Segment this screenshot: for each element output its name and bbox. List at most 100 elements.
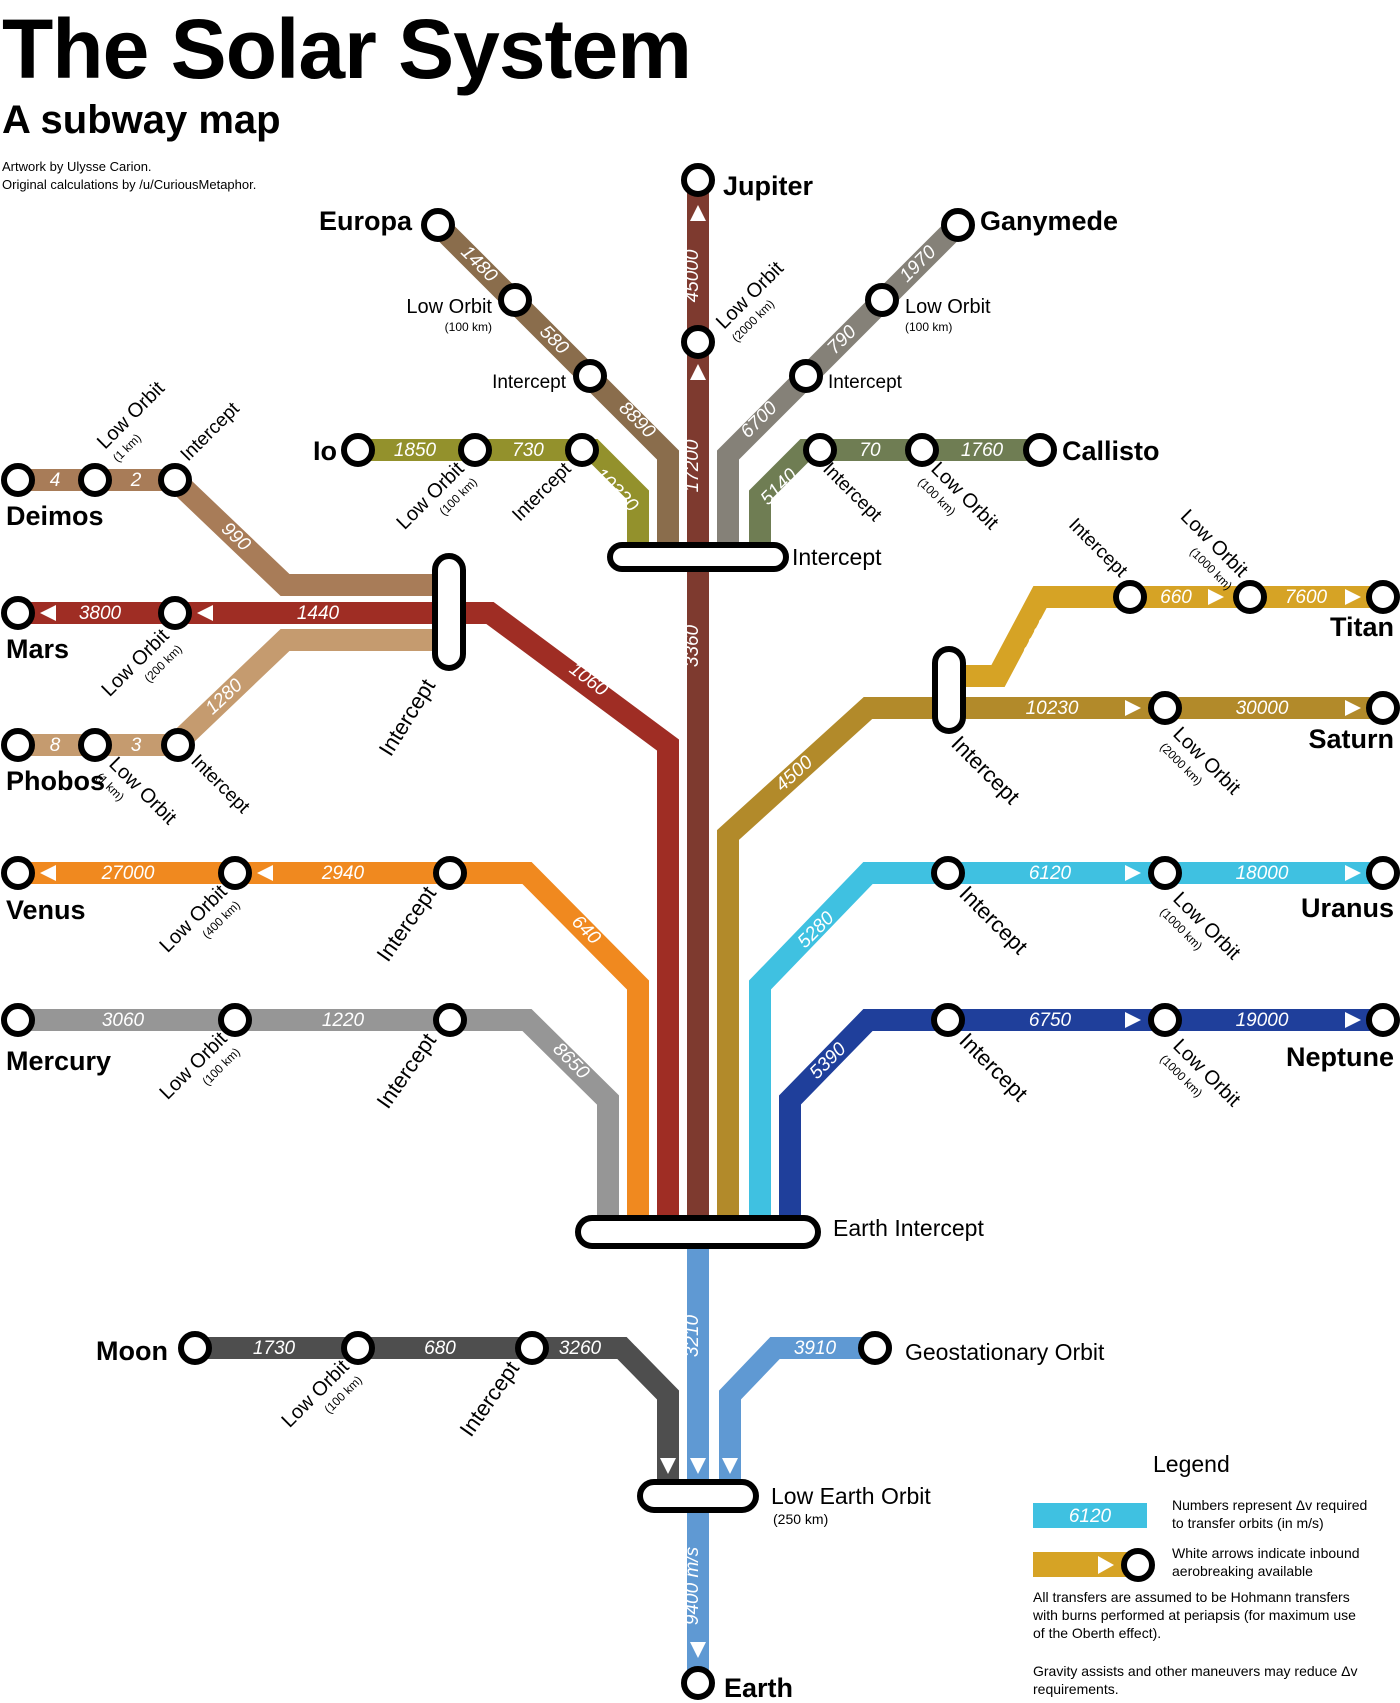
neptune-low-orbit-station [1148,1003,1182,1037]
inbound-arrow-14 [660,1458,676,1474]
callisto-station [1023,433,1057,467]
io-label: Io [313,436,337,466]
deltav-mercury-a: 3060 [102,1010,145,1031]
geostationary-label: Geostationary Orbit [905,1339,1105,1365]
mercury-low-orbit-station [218,1003,252,1037]
inbound-arrow-4 [257,865,273,881]
legend-arrows-2: aerobreaking available [1172,1563,1313,1579]
saturn-low-orbit-station [1148,691,1182,725]
io-intercept-label: Intercept [508,458,576,526]
credit-calculations: Original calculations by /u/CuriousMetap… [2,177,257,192]
neptune-label: Neptune [1286,1042,1394,1072]
deltav-callisto-low: 1760 [961,440,1004,461]
deltav-titan-a: 660 [1160,587,1192,608]
inbound-arrow-6 [1208,589,1224,605]
titan-intercept-station [1113,580,1147,614]
leo-interchange [637,1479,759,1513]
saturn-label: Saturn [1308,724,1394,754]
deltav-jupiter-trunk: 3360 [682,624,703,667]
deltav-jupiter-low: 45000 [682,249,703,302]
titan-intercept-label: Intercept [1064,514,1132,582]
mars-intercept-label: Intercept [374,674,441,760]
deltav-venus-a: 27000 [101,863,155,884]
uranus-intercept-station [931,856,965,890]
inbound-arrow-15 [690,1458,706,1474]
moon-intercept-station [515,1331,549,1365]
deltav-moon-a: 1730 [253,1338,296,1359]
deltav-moon-b: 680 [424,1338,456,1359]
jupiter-intercept-label: Intercept [792,544,882,570]
mercury-station [1,1003,35,1037]
mars-line [18,602,679,1232]
venus-label: Venus [6,895,86,925]
ganymede-intercept-station [789,359,823,393]
earth-intercept-label: Earth Intercept [833,1215,984,1241]
deltav-phobos-a: 8 [50,735,61,756]
neptune-intercept-label: Intercept [954,1028,1032,1106]
deltav-earth-leo: 9400 m/s [682,1546,703,1625]
titan-low-orbit-station [1233,580,1267,614]
saturn-intercept-label: Intercept [946,731,1024,809]
legend-sample-line [1033,1503,1147,1528]
mercury-line [18,1009,619,1232]
mercury-intercept-label: Intercept [372,1029,442,1113]
moon-station [178,1331,212,1365]
deltav-geo: 3910 [794,1338,837,1359]
ganymede-low-orbit-station [865,283,899,317]
io-station [341,433,375,467]
page-title: The Solar System [2,2,692,96]
inbound-arrow-9 [1345,700,1361,716]
deltav-moon-c: 3260 [559,1338,602,1359]
ganymede-label: Ganymede [980,206,1118,236]
ganymede-low-orbit-label: Low Orbit [905,296,991,318]
deimos-intercept-label: Intercept [177,398,245,466]
saturn-station [1366,691,1400,725]
station-markers [1,163,1400,1700]
phobos-intercept-station [161,728,195,762]
inbound-arrow-10 [1125,865,1141,881]
ganymede-station [941,208,975,242]
titan-label: Titan [1330,612,1394,642]
deltav-mars-b: 1440 [297,603,340,624]
legend-note1-3: of the Oberth effect). [1033,1625,1161,1641]
europa-intercept-label: Intercept [492,372,567,393]
legend-arrows-1: White arrows indicate inbound [1172,1545,1360,1561]
legend-note2-1: Gravity assists and other maneuvers may … [1033,1663,1357,1679]
venus-station [1,856,35,890]
credit-artwork: Artwork by Ulysse Carion. [2,159,152,174]
legend-title: Legend [1153,1451,1230,1477]
io-intercept-station [565,433,599,467]
inbound-arrow-2 [40,605,56,621]
legend-sample-value: 6120 [1069,1506,1112,1527]
venus-intercept-station [433,856,467,890]
jupiter-low-orbit-station [681,325,715,359]
inbound-arrow-16 [722,1458,738,1474]
deltav-io-int: 730 [512,440,544,461]
deltav-venus-b: 2940 [321,863,365,884]
deltav-deimos-b: 2 [130,470,142,491]
venus-low-orbit-station [218,856,252,890]
deltav-io-low: 1850 [394,440,437,461]
callisto-low-orbit-station [905,433,939,467]
uranus-station [1366,856,1400,890]
moon-line [195,1337,679,1495]
ganymede-intercept-label: Intercept [828,372,903,393]
mars-interchange [432,553,466,671]
saturn-interchange [932,646,966,734]
earth-label: Earth [724,1673,793,1703]
uranus-label: Uranus [1301,893,1394,923]
saturn-line [717,697,1383,1232]
inbound-arrow-11 [1345,865,1361,881]
inbound-arrow-17 [690,1642,706,1658]
io-line [358,439,649,545]
phobos-station [1,728,35,762]
europa-intercept-station [573,359,607,393]
inbound-arrow-8 [1125,700,1141,716]
jupiter-label: Jupiter [723,171,814,201]
deltav-saturn-a: 10230 [1026,698,1079,719]
mercury-intercept-station [433,1003,467,1037]
inbound-arrow-3 [197,605,213,621]
deltav-phobos-b: 3 [131,735,142,756]
